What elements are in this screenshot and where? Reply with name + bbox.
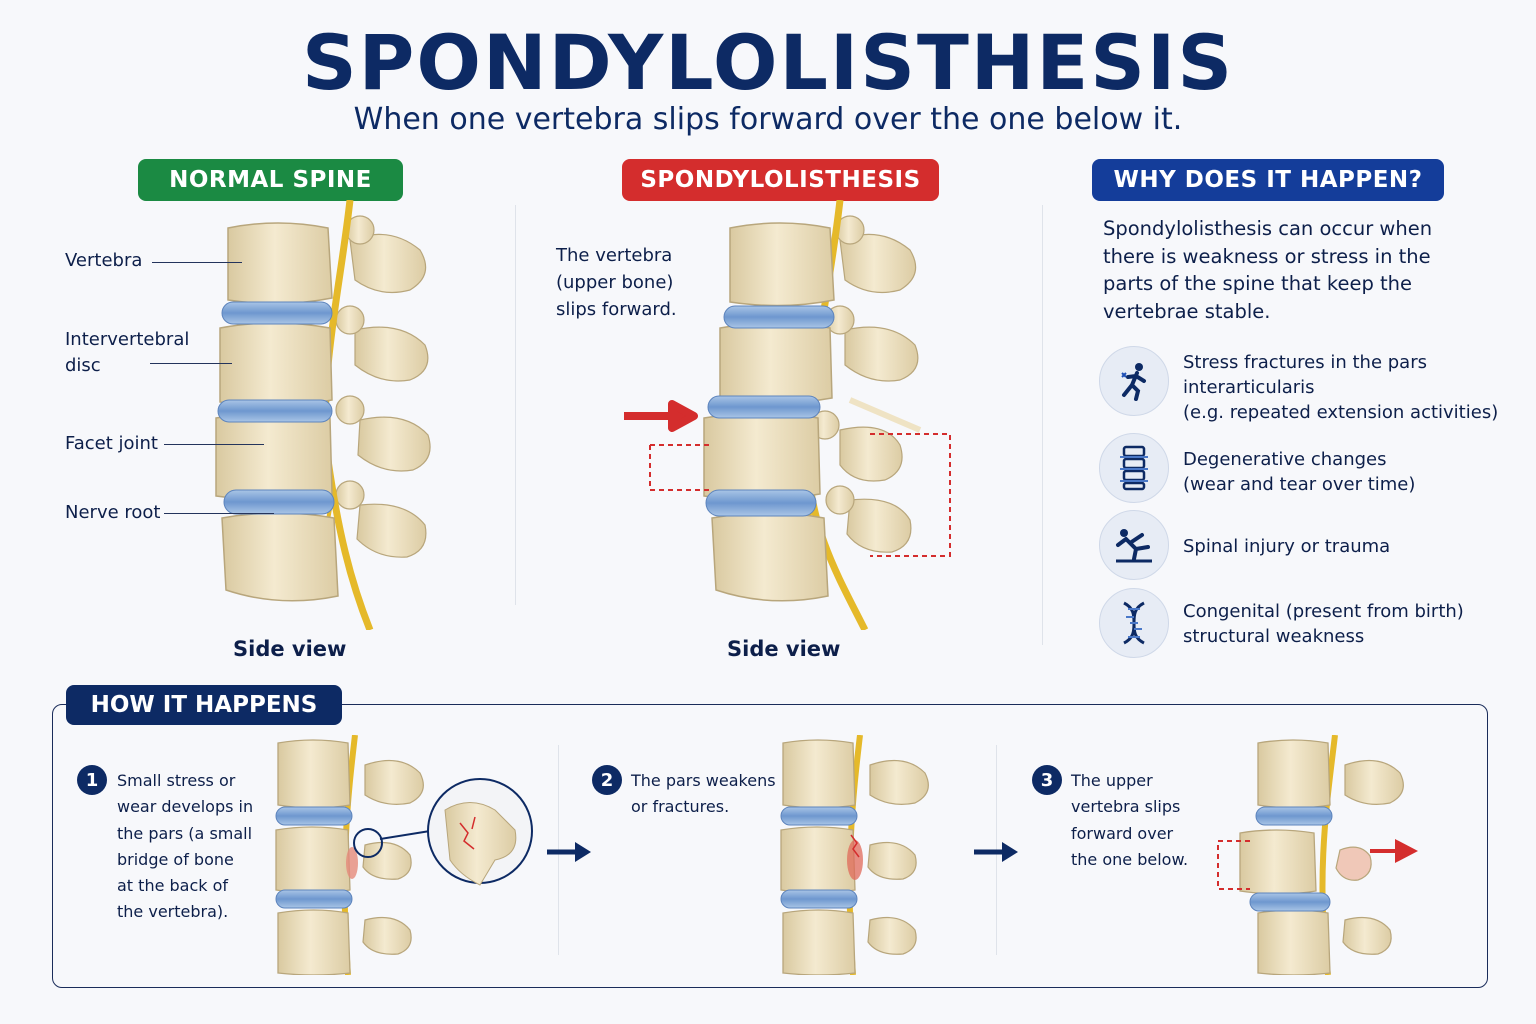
column-divider <box>1042 205 1043 645</box>
page-subtitle: When one vertebra slips forward over the… <box>353 102 1183 137</box>
step-line: wear develops in <box>117 797 254 817</box>
leader-line <box>164 513 274 514</box>
step-number: 3 <box>1032 765 1062 795</box>
step-line: bridge of bone <box>117 849 234 869</box>
label-nerve-root: Nerve root <box>65 502 161 523</box>
cause-text: interarticularis <box>1183 377 1315 398</box>
label-facet-joint: Facet joint <box>65 433 158 454</box>
leader-line <box>150 363 232 364</box>
cause-text: Stress fractures in the pars <box>1183 352 1427 373</box>
step-text: The pars weakens or fractures. <box>631 768 776 821</box>
step-text: The upper vertebra slips forward over th… <box>1071 768 1188 873</box>
label-disc: disc <box>65 355 101 376</box>
label-intervertebral: Intervertebral <box>65 329 190 350</box>
step-line: The upper <box>1071 771 1153 790</box>
slip-note-line: The vertebra <box>556 245 673 266</box>
how-it-happens-panel <box>52 704 1488 988</box>
spondy-caption: Side view <box>727 637 841 661</box>
step-arrow-icon <box>974 842 1018 862</box>
spondylolisthesis-illustration <box>703 200 922 630</box>
leader-line <box>164 444 264 445</box>
running-person-icon <box>1099 346 1169 416</box>
how-it-happens-heading: HOW IT HAPPENS <box>66 685 342 725</box>
step3-illustration <box>1217 735 1418 975</box>
cause-text: structural weakness <box>1183 626 1365 647</box>
step1-illustration <box>275 735 533 975</box>
why-paragraph: Spondylolisthesis can occur when there i… <box>1103 217 1433 323</box>
slip-note-line: (upper bone) <box>556 272 674 293</box>
step-line: the vertebra). <box>117 902 229 922</box>
step-text: Small stress or wear develops in the par… <box>117 768 253 926</box>
step-line: forward over <box>1071 823 1174 843</box>
dna-icon <box>1099 588 1169 658</box>
label-vertebra: Vertebra <box>65 250 143 271</box>
cause-text: Congenital (present from birth) <box>1183 601 1464 622</box>
step-line: at the back of <box>117 876 229 896</box>
slip-highlight <box>624 400 951 557</box>
cause-text: Spinal injury or trauma <box>1183 536 1391 557</box>
spine-segment-icon <box>1099 433 1169 503</box>
step-line: the one below. <box>1071 849 1189 869</box>
step-line: vertebra slips <box>1071 797 1181 817</box>
normal-spine-illustration <box>215 200 431 630</box>
why-heading: WHY DOES IT HAPPEN? <box>1092 159 1444 201</box>
page-title: SPONDYLOLISTHESIS <box>301 18 1235 107</box>
cause-text: Degenerative changes <box>1183 449 1387 470</box>
step-arrow-icon <box>547 842 591 862</box>
spondylolisthesis-heading: SPONDYLOLISTHESIS <box>622 159 939 201</box>
normal-caption: Side view <box>233 637 347 661</box>
step-number: 1 <box>77 765 107 795</box>
cause-text: (wear and tear over time) <box>1183 474 1416 495</box>
slip-note-line: slips forward. <box>556 299 677 320</box>
normal-spine-heading: NORMAL SPINE <box>138 159 403 201</box>
step-line: the pars (a small <box>117 823 253 843</box>
falling-person-icon <box>1099 510 1169 580</box>
cause-text: (e.g. repeated extension activities) <box>1183 402 1499 423</box>
step2-illustration <box>780 735 929 975</box>
leader-line <box>152 262 242 263</box>
step-number: 2 <box>592 765 622 795</box>
step-line: or fractures. <box>631 797 730 817</box>
step-line: The pars weakens <box>631 771 776 790</box>
column-divider <box>515 205 516 605</box>
step-line: Small stress or <box>117 771 236 790</box>
